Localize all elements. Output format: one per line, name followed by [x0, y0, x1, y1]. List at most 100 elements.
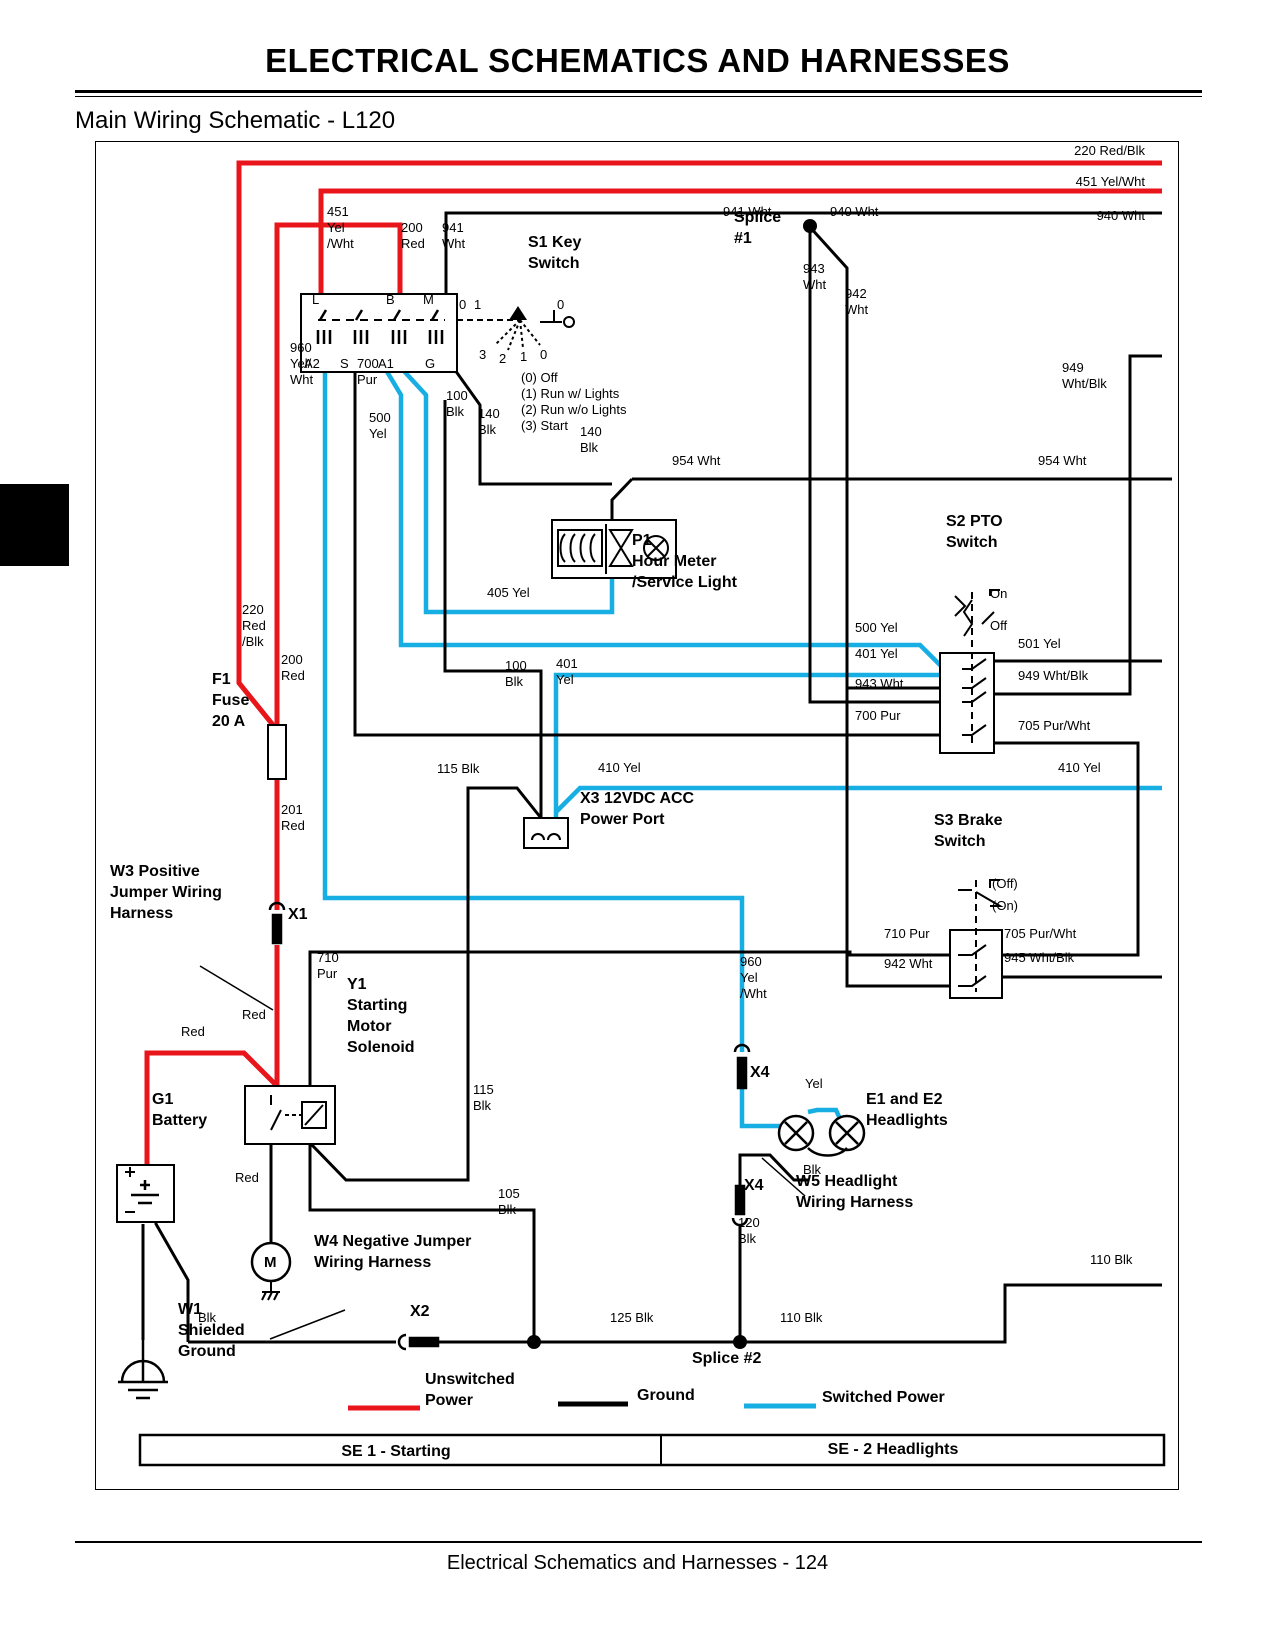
- junction-dot: [527, 1335, 541, 1349]
- wire-label-110: 110 Blk: [780, 1310, 823, 1325]
- key-pos-top-0: 0: [459, 297, 466, 312]
- wire-label-410-right: 410 Yel: [1058, 760, 1101, 775]
- footer-rule: [75, 1541, 1202, 1543]
- wire-label-410: 410 Yel: [598, 760, 641, 775]
- key-legend-3: (3) Start: [521, 418, 568, 433]
- legend-ground-label: Ground: [637, 1387, 695, 1404]
- wire-label-700-pto: 700 Pur: [855, 708, 901, 723]
- legend-switched-label: Switched Power: [822, 1389, 945, 1406]
- x4b-label: X4: [744, 1177, 764, 1194]
- wire-label-110-right: 110 Blk: [1090, 1252, 1133, 1267]
- leader-lines: [199, 965, 806, 1340]
- key-term-M: M: [423, 292, 434, 307]
- splice-1-label: Splice#1: [734, 209, 781, 247]
- key-pos-top-2: 0: [557, 297, 564, 312]
- schematic-title: Main Wiring Schematic - L120: [75, 107, 396, 134]
- key-switch-symbol: [300, 293, 575, 373]
- key-pos-bot-3: 3: [479, 347, 486, 362]
- wire-label-blk-hl: Blk: [803, 1162, 822, 1177]
- motor-ground-icon: [261, 1281, 280, 1301]
- wire-label-949-pto: 949 Wht/Blk: [1018, 668, 1089, 683]
- hour-meter-symbol: [551, 519, 677, 579]
- splice-2-label: Splice #2: [692, 1350, 761, 1367]
- wire-label-blk-bat: Blk: [198, 1310, 217, 1325]
- brake-on-label: (On): [992, 898, 1018, 913]
- x2-label: X2: [410, 1303, 430, 1320]
- key-pos-top-1: 1: [474, 297, 481, 312]
- wire-label-405: 405 Yel: [487, 585, 530, 600]
- wire-label-954: 954 Wht: [672, 453, 721, 468]
- solenoid-symbol: [244, 1085, 336, 1145]
- wire-label-115-top: 115 Blk: [437, 761, 480, 776]
- se-table: [138, 1433, 1166, 1467]
- pto-switch-symbol: [939, 589, 1000, 754]
- motor-label: M: [264, 1254, 277, 1271]
- wire-label-red-3: Red: [235, 1170, 259, 1185]
- key-term-A2: A2: [304, 356, 320, 371]
- key-term-G: G: [425, 356, 435, 371]
- wire-label-yel: Yel: [805, 1076, 823, 1091]
- wire-label-941: 941 Wht: [723, 204, 772, 219]
- page-header-title: ELECTRICAL SCHEMATICS AND HARNESSES: [265, 42, 1010, 79]
- key-legend-1: (1) Run w/ Lights: [521, 386, 620, 401]
- wire-label-945: 945 Wht/Blk: [1004, 950, 1075, 965]
- wire-label-220-top: 220 Red/Blk: [1074, 143, 1145, 158]
- headlight-symbols: [777, 1114, 866, 1157]
- key-term-A1: A1: [378, 356, 394, 371]
- wire-label-705-pto: 705 Pur/Wht: [1018, 718, 1091, 733]
- wire-label-401-pto: 401 Yel: [855, 646, 898, 661]
- key-term-B: B: [386, 292, 395, 307]
- brake-off-label: (Off): [992, 876, 1018, 891]
- pto-off-label: Off: [990, 618, 1007, 633]
- x1-label: X1: [288, 906, 308, 923]
- wire-label-red-1: Red: [242, 1007, 266, 1022]
- wire-label-451-top: 451 Yel/Wht: [1076, 174, 1146, 189]
- key-term-S: S: [340, 356, 349, 371]
- brake-switch-symbol: [949, 879, 1004, 999]
- pto-on-label: On: [990, 586, 1007, 601]
- se-table-cell-1: SE 1 - Starting: [341, 1443, 450, 1460]
- wire-label-940: 940 Wht: [830, 204, 879, 219]
- wire-label-942-brake: 942 Wht: [884, 956, 933, 971]
- key-legend-0: (0) Off: [521, 370, 558, 385]
- key-pos-bot-1: 1: [520, 349, 527, 364]
- key-legend-2: (2) Run w/o Lights: [521, 402, 627, 417]
- wire-label-red-2: Red: [181, 1024, 205, 1039]
- key-pos-bot-2: 2: [499, 351, 506, 366]
- connectors: [268, 901, 751, 1351]
- schematic-frame: [95, 141, 1179, 1490]
- splice-1-dot: [803, 219, 817, 233]
- key-pos-bot-0: 0: [540, 347, 547, 362]
- wire-label-500-pto: 500 Yel: [855, 620, 898, 635]
